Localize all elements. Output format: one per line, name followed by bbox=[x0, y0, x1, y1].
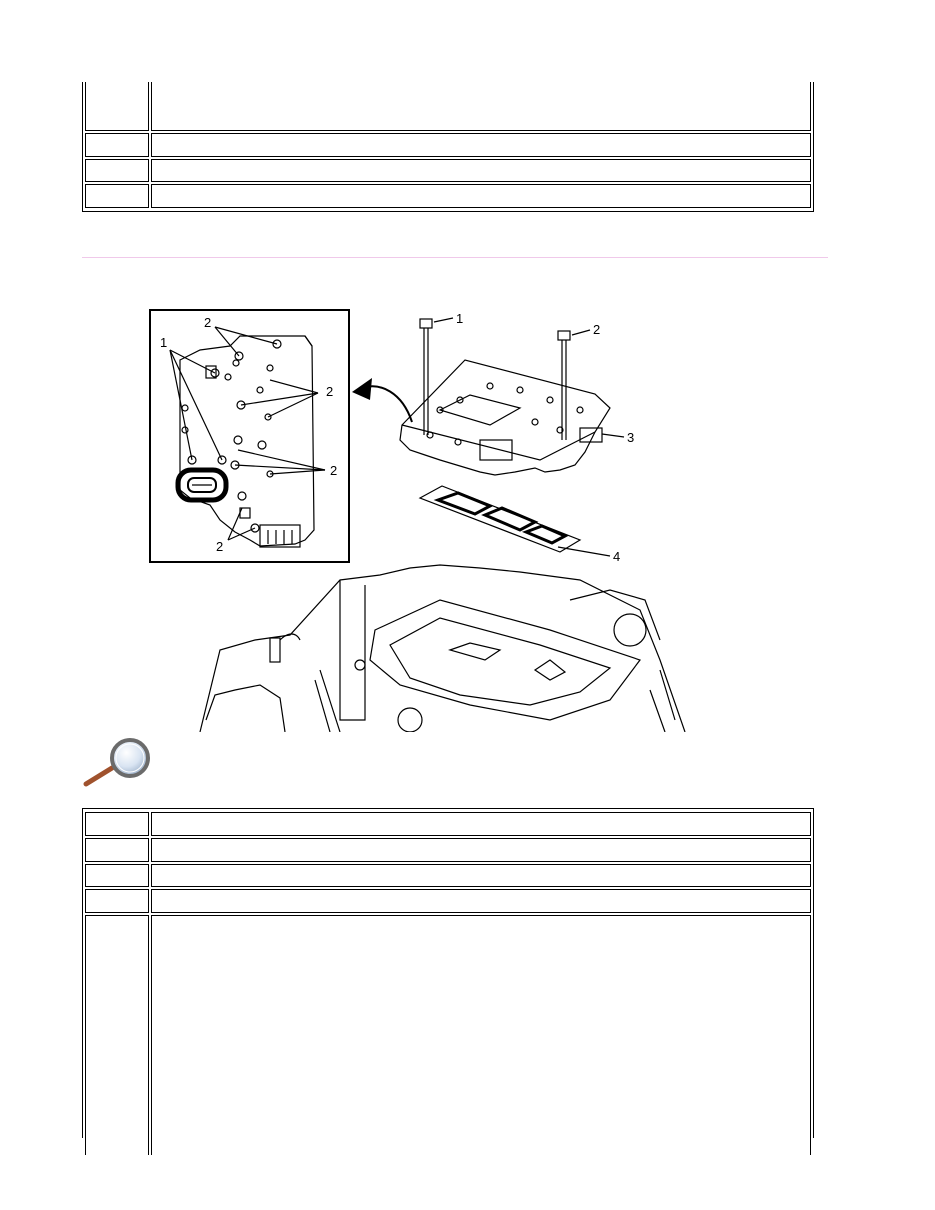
step-text-cell bbox=[151, 889, 811, 913]
step-number-cell bbox=[85, 184, 149, 208]
callout-2: 2 bbox=[593, 322, 600, 337]
table-row bbox=[85, 82, 811, 131]
step-text-cell bbox=[151, 184, 811, 208]
magnifying-glass-icon[interactable] bbox=[82, 736, 154, 788]
procedure-table-bottom bbox=[82, 808, 814, 1155]
inset-callout-2-top: 2 bbox=[204, 315, 211, 330]
step-number-cell bbox=[85, 915, 149, 1155]
table-row bbox=[85, 812, 811, 836]
step-number-cell bbox=[85, 838, 149, 862]
table-row bbox=[85, 133, 811, 157]
inset-callout-2-right-lower: 2 bbox=[330, 463, 337, 478]
step-text-cell bbox=[151, 838, 811, 862]
table-row bbox=[85, 159, 811, 182]
step-number-cell bbox=[85, 82, 149, 131]
step-number-cell bbox=[85, 133, 149, 157]
callout-3: 3 bbox=[627, 430, 634, 445]
inset-callout-2-bottom: 2 bbox=[216, 539, 223, 554]
step-number-cell bbox=[85, 159, 149, 182]
valve-body-illustration: 2 1 2 2 2 1 2 3 4 bbox=[140, 300, 700, 732]
step-number-cell bbox=[85, 864, 149, 887]
procedure-table-top bbox=[82, 82, 814, 212]
section-divider bbox=[82, 257, 828, 258]
table-row bbox=[85, 184, 811, 208]
step-text-cell bbox=[151, 133, 811, 157]
table-row bbox=[85, 915, 811, 1155]
table-row bbox=[85, 838, 811, 862]
step-number-cell bbox=[85, 812, 149, 836]
step-text-cell bbox=[151, 812, 811, 836]
callout-1: 1 bbox=[456, 311, 463, 326]
step-text-cell bbox=[151, 82, 811, 131]
step-text-cell bbox=[151, 159, 811, 182]
inset-callout-2-right-upper: 2 bbox=[326, 384, 333, 399]
inset-callout-1: 1 bbox=[160, 335, 167, 350]
table-row bbox=[85, 864, 811, 887]
callout-4: 4 bbox=[613, 549, 620, 564]
step-number-cell bbox=[85, 889, 149, 913]
table-row bbox=[85, 889, 811, 913]
inset-frame bbox=[149, 309, 350, 563]
step-text-cell bbox=[151, 864, 811, 887]
step-text-cell bbox=[151, 915, 811, 1155]
